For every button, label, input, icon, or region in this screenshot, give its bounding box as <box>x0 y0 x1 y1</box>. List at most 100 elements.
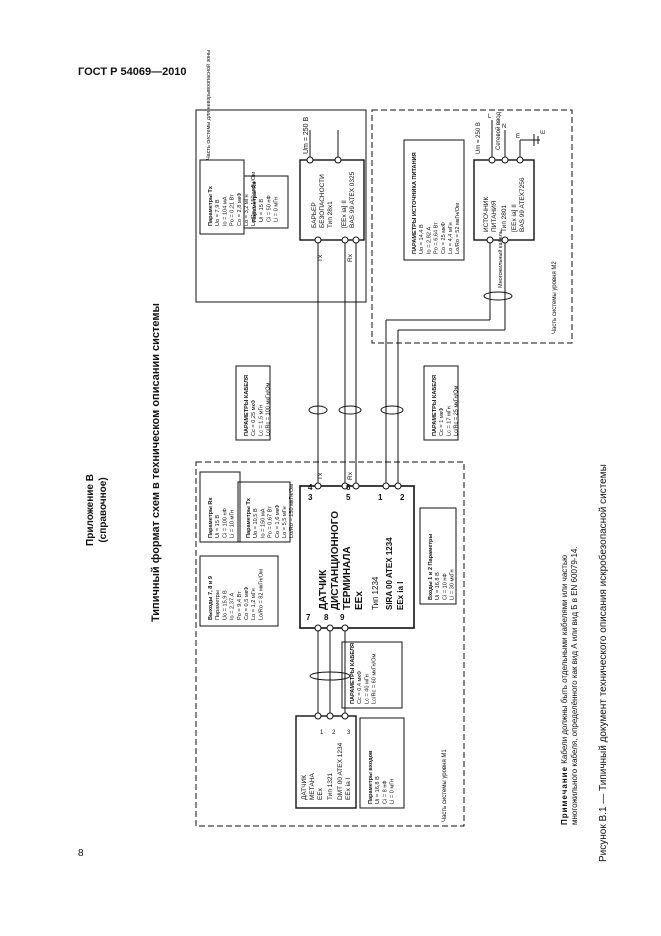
terminal-no-2: 2 <box>400 493 405 502</box>
param-line: Lc/Rc = 100 мкГн/Ом <box>266 382 272 436</box>
param-line: Lo = 5,5 мГн <box>282 506 288 538</box>
param-line: Uo = 15,9 В <box>222 590 228 620</box>
param-line: Cc = 0,4 мкФ <box>357 671 363 704</box>
pe-label: E <box>541 130 547 134</box>
params-sensor-frame <box>359 717 405 809</box>
params-term-tx-frame <box>237 481 291 543</box>
param-line: Cc = 0,25 мкФ <box>251 400 257 436</box>
param-line: Ci = 8 нФ <box>382 780 388 804</box>
param-line: Li = 0 мГн <box>274 197 280 222</box>
param-line: Ui = 16,8 В <box>375 776 381 804</box>
param-line: Li = 0 мГн <box>390 779 396 804</box>
param-line: ПАРАМЕТРЫ ИСТОЧНИКА ПИТАНИЯ <box>412 152 418 254</box>
power-line1: ИСТОЧНИК <box>483 197 490 232</box>
param-line: Входы 1 и 2 Параметры <box>428 534 434 600</box>
param-line: Lo/Ro = 82 мкГн/Ом <box>258 569 264 620</box>
params-cable3-frame <box>341 641 403 709</box>
param-line: Lo = 1,2 мГн <box>251 588 257 620</box>
terminal-no-7: 7 <box>306 613 311 622</box>
power-line2: ПИТАНИЯ <box>491 200 498 232</box>
terminal-line2: ДИСТАНЦИОННОГО <box>330 511 341 610</box>
methane-sensor-box <box>295 715 357 809</box>
params-term-rx-frame <box>199 471 241 543</box>
param-line: Cc = 1 мкФ <box>439 408 445 436</box>
param-line: ПАРАМЕТРЫ КАБЕЛЯ <box>350 643 356 704</box>
params-supply-frame <box>403 139 465 261</box>
params-cable1-frame <box>235 365 271 441</box>
terminal-no-4: 4 <box>308 483 313 492</box>
rx-label-top: Rx <box>347 253 354 262</box>
document-header: ГОСТ Р 54069—2010 <box>78 66 187 78</box>
tx-label-bottom: Tx <box>317 472 324 480</box>
page-number: 8 <box>78 848 84 859</box>
barrier-line3: Тип 28х1 <box>327 201 334 228</box>
param-line: Co = 0,5 мкФ <box>244 587 250 620</box>
terminal-no-3: 3 <box>308 493 313 502</box>
param-line: Параметры <box>215 590 221 620</box>
terminal-no-1: 1 <box>378 493 383 502</box>
sensor-pin-3: 3 <box>347 730 351 736</box>
power-line5: BAS 99 ATEX7256 <box>519 177 526 232</box>
param-line: Li = 10 мГн <box>230 510 236 538</box>
param-line: Io = 2,82 А <box>426 227 432 254</box>
barrier-line2: БЕЗОПАСНОСТИ <box>319 174 326 228</box>
param-line: Параметры входов <box>368 750 374 804</box>
param-line: Lo/Ro = 150 мкГн/Ом <box>289 484 295 538</box>
params-term-out-frame <box>199 555 279 627</box>
sensor-pin-1: 1 <box>320 730 324 736</box>
barrier-box <box>299 159 365 241</box>
mains-label: Сетевой ввод <box>495 112 502 150</box>
sensor-line5: DMT 00 ATEX 1234 <box>337 742 344 800</box>
param-line: ПАРАМЕТРЫ КАБЕЛЯ <box>432 375 438 436</box>
param-line: Ci = 100 нФ <box>222 508 228 538</box>
terminal-line3: ТЕРМИНАЛА <box>342 546 353 610</box>
param-line: Параметры Tx <box>208 185 214 226</box>
param-line: Po = 6,64 Вт <box>434 222 440 254</box>
param-line: Lc = 40 мГн <box>364 674 370 704</box>
param-line: Параметры Rx <box>208 497 214 538</box>
zone-m1-label: Часть системы уровня M1 <box>442 749 448 822</box>
power-line4: [EEx ia] II <box>511 204 518 232</box>
m1-zone-frame <box>195 461 465 827</box>
um2-label: Um = 250 В <box>476 122 482 154</box>
param-line: Io = 2,37 А <box>230 593 236 620</box>
param-line: Параметры Tx <box>246 497 252 538</box>
param-line: Lo/Ro = 150 мкГн/Ом <box>251 172 257 226</box>
barrier-line4: [EEx ia] II <box>341 200 348 228</box>
param-line: Ci = 50 нФ <box>266 195 272 222</box>
barrier-line1: БАРЬЕР <box>311 202 318 228</box>
param-line: ПАРАМЕТРЫ КАБЕЛЯ <box>244 375 250 436</box>
param-line: Lc/Rc = 25 мкГн/Ом <box>454 386 460 436</box>
terminal-no-5: 5 <box>346 493 351 502</box>
params-term-in-frame <box>419 507 457 605</box>
param-line: Uo = 10,5 В <box>253 508 259 538</box>
power-line3: Тип 2801 <box>501 205 508 232</box>
terminal-line6: SIRA 00 ATEX 1234 <box>385 537 394 610</box>
param-line: Io = 150 мА <box>260 508 266 538</box>
param-line: Lo/Ro = 52 мкГн/Ом <box>455 203 461 254</box>
param-line: Выходы 7, 8 и 9 <box>208 576 214 620</box>
param-line: Co = 1,6 мкФ <box>275 505 281 538</box>
terminal-line1: ДАТЧИК <box>318 569 329 610</box>
param-line: Ui = 15 В <box>259 199 265 222</box>
zone-safe-label: Часть системы для невзрывоопасной зоны <box>205 50 212 160</box>
tx-label-top: Tx <box>317 254 324 262</box>
terminal-line5: Тип 1234 <box>371 576 380 610</box>
param-line: Ui = 16,8 В <box>435 572 441 600</box>
param-line: Lc/Rc = 60 мкГн/Ом <box>372 654 378 704</box>
m2-zone-frame <box>371 109 573 344</box>
param-line: Lc = 17 мГн <box>446 406 452 436</box>
sensor-line2: МЕТАНА <box>309 772 316 800</box>
param-line: Ui = 15 В <box>215 515 221 538</box>
cable-conn-label: Многожильный кабель <box>497 230 504 288</box>
um-label: Um = 250 В <box>303 117 310 154</box>
terminal-line4: EEx <box>354 591 365 610</box>
